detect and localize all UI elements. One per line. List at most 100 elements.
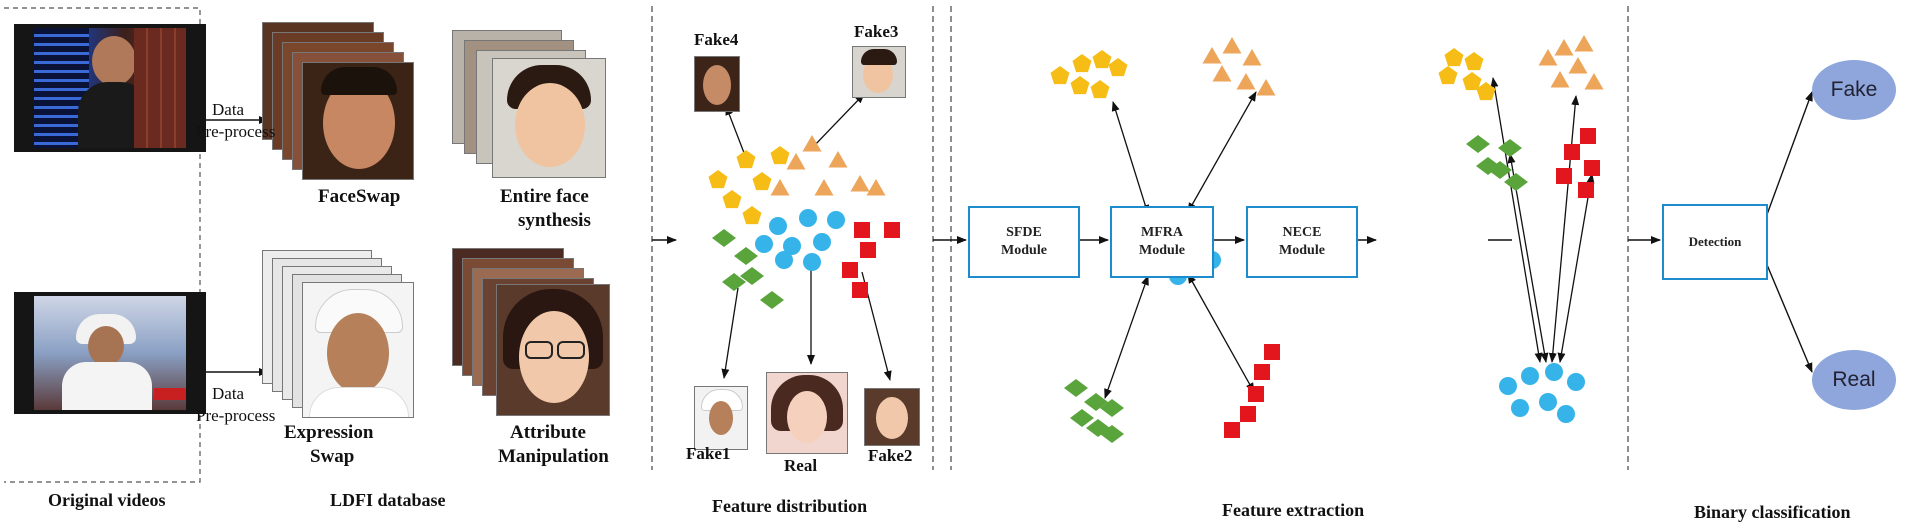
diamond-marker: [722, 273, 746, 291]
pentagon-marker: [722, 190, 742, 209]
original-videos-frame: [4, 7, 201, 483]
sfde-module-box: SFDE Module: [968, 206, 1080, 278]
triangle-marker: [814, 179, 834, 196]
pentagon-marker: [1050, 66, 1070, 85]
pentagon-marker: [1092, 50, 1112, 69]
real-output-label: Real: [1832, 368, 1876, 391]
real-image: [766, 372, 848, 454]
triangle-marker: [1212, 65, 1232, 82]
circle-marker: [755, 235, 773, 253]
circle-marker: [1545, 363, 1563, 381]
triangle-marker: [770, 179, 790, 196]
fe-double-arrow: [1490, 77, 1543, 363]
pentagon-marker: [742, 206, 762, 225]
video-filmstrip-top: [14, 24, 206, 152]
fake4-label: Fake4: [694, 30, 739, 49]
fe-double-arrow: [1557, 173, 1595, 363]
triangle-marker: [1550, 71, 1570, 88]
faceswap-image: [302, 62, 414, 180]
square-marker: [842, 262, 858, 278]
diamond-marker: [1504, 173, 1528, 191]
diamond-marker: [734, 247, 758, 265]
expression-swap-label-1: Expression: [284, 422, 374, 443]
real-label: Real: [784, 456, 818, 475]
fe-double-arrow: [1104, 275, 1149, 399]
video-frame-top: [34, 28, 186, 148]
entire-face-image: [492, 58, 606, 178]
pentagon-marker: [1438, 66, 1458, 85]
circle-marker: [799, 209, 817, 227]
square-marker: [1580, 128, 1596, 144]
diamond-marker: [1100, 399, 1124, 417]
triangle-marker: [1202, 47, 1222, 64]
pentagon-marker: [736, 150, 756, 169]
triangle-marker: [1568, 57, 1588, 74]
expression-swap-label-2: Swap: [310, 446, 355, 467]
fake1-label: Fake1: [686, 444, 731, 463]
preprocess-bottom-line2: Pre-process: [196, 406, 276, 425]
pentagon-marker: [1108, 58, 1128, 77]
fake1-image: [694, 386, 748, 450]
attribute-label-1: Attribute: [510, 422, 586, 443]
square-marker: [1564, 144, 1580, 160]
triangle-marker: [1584, 73, 1604, 90]
section-binary-classification: Binary classification: [1694, 502, 1851, 522]
attribute-label-2: Manipulation: [498, 446, 609, 467]
pentagon-marker: [1444, 48, 1464, 67]
square-marker: [884, 222, 900, 238]
triangle-marker: [1554, 39, 1574, 56]
pentagon-marker: [1464, 52, 1484, 71]
feature-markers: [708, 35, 1604, 443]
preprocess-top-line2: Pre-process: [196, 122, 276, 141]
triangle-marker: [786, 153, 806, 170]
attribute-image: [496, 284, 610, 416]
entire-face-label-1: Entire face: [500, 186, 589, 207]
fake2-image: [864, 388, 920, 446]
circle-marker: [813, 233, 831, 251]
mfra-label: MFRA: [1140, 225, 1183, 240]
square-marker: [852, 282, 868, 298]
circle-marker: [783, 237, 801, 255]
triangle-marker: [1538, 49, 1558, 66]
real-output: Real: [1812, 350, 1896, 410]
fe-double-arrow: [1187, 273, 1255, 393]
mfra-module-label: Module: [1139, 243, 1185, 258]
video-filmstrip-bottom: [14, 292, 206, 414]
fe-double-arrow: [1111, 101, 1150, 215]
mfra-module-box: MFRA Module: [1110, 206, 1214, 278]
preprocess-bottom-line1: Data: [212, 384, 245, 403]
diamond-marker: [1100, 425, 1124, 443]
preprocess-top-line1: Data: [212, 100, 245, 119]
sfde-module-label: Module: [1001, 243, 1047, 258]
section-original-videos: Original videos: [48, 490, 166, 510]
circle-marker: [775, 251, 793, 269]
video-frame-bottom: [34, 296, 186, 410]
section-feature-distribution: Feature distribution: [712, 496, 868, 516]
entire-face-label-2: synthesis: [518, 210, 591, 231]
triangle-marker: [1574, 35, 1594, 52]
pentagon-marker: [1462, 72, 1482, 91]
pentagon-marker: [770, 146, 790, 165]
pentagon-marker: [1090, 80, 1110, 99]
triangle-marker: [1242, 49, 1262, 66]
circle-marker: [1557, 405, 1575, 423]
square-marker: [1248, 386, 1264, 402]
fd-arrow-fake1: [721, 287, 739, 379]
square-marker: [1584, 160, 1600, 176]
fake3-image: [852, 46, 906, 98]
triangle-marker: [850, 175, 870, 192]
diamond-marker: [740, 267, 764, 285]
fake-output-label: Fake: [1830, 78, 1878, 101]
diamond-marker: [1064, 379, 1088, 397]
circle-marker: [1499, 377, 1517, 395]
diamond-marker: [760, 291, 784, 309]
pentagon-marker: [1070, 76, 1090, 95]
classify-arrow-real: [1764, 259, 1813, 373]
triangle-marker: [1236, 73, 1256, 90]
sfde-label: SFDE: [1006, 225, 1042, 240]
fd-arrow-fake3: [811, 93, 865, 149]
circle-marker: [827, 211, 845, 229]
square-marker: [854, 222, 870, 238]
square-marker: [1556, 168, 1572, 184]
